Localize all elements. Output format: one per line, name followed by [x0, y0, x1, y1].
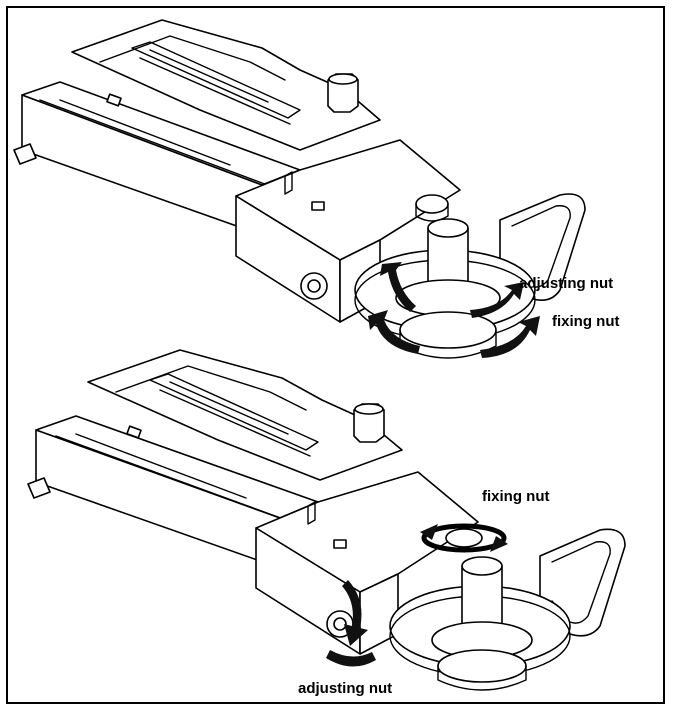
top-slot: [131, 41, 301, 119]
top-arrow-adjusting-right: [470, 282, 524, 318]
top-arrow-fixing-right: [480, 316, 540, 358]
bottom-shaft: [461, 565, 503, 627]
top-pin: [13, 143, 37, 165]
bottom-fixing-arrow-head-left: [420, 524, 438, 540]
bottom-adjusting-arrow: [342, 580, 368, 646]
label-top-adjusting-nut: adjusting nut: [519, 275, 614, 292]
label-top-fixing-nut: fixing nut: [552, 313, 620, 330]
top-fixing-nut-shape: [399, 311, 497, 349]
bottom-fixing-arrow-ring: [421, 523, 507, 553]
label-bottom-fixing-nut: fixing nut: [482, 488, 550, 505]
bottom-fixing-arrow-head-right: [490, 536, 508, 552]
top-arrow-fixing-left: [368, 310, 420, 354]
top-assembly: [13, 19, 586, 359]
bottom-small-nut: [445, 528, 483, 548]
bottom-assembly: [27, 349, 626, 691]
top-small-bolt: [415, 194, 449, 214]
label-bottom-adjusting-nut: adjusting nut: [298, 680, 393, 697]
bottom-pin: [27, 477, 51, 499]
top-arrow-adjusting-left: [380, 262, 416, 312]
bottom-slot: [149, 373, 319, 451]
